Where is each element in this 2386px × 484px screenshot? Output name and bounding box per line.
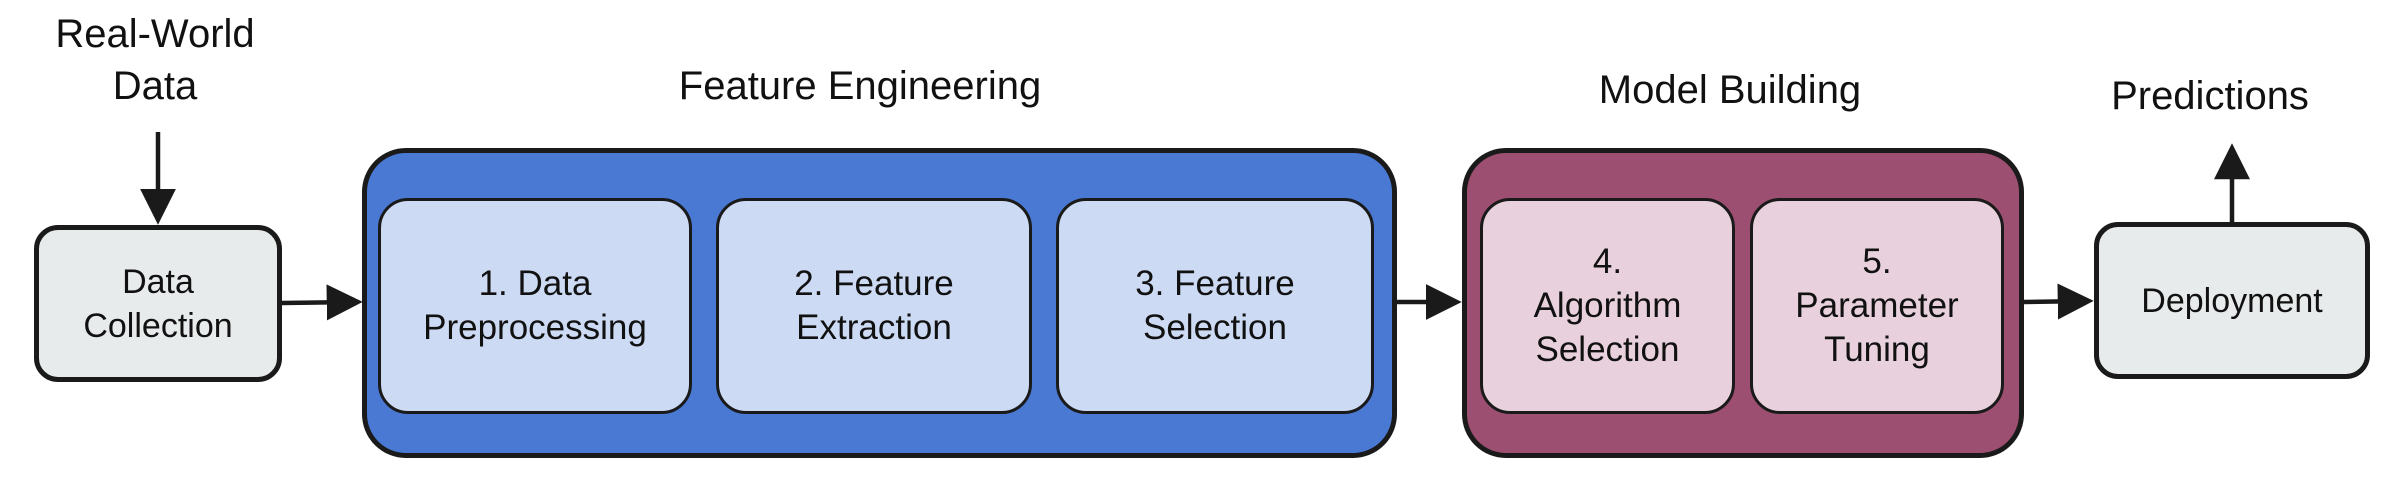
model-building-title: Model Building: [1598, 68, 1862, 112]
feature-extraction-step: 2. Feature Extraction: [716, 198, 1032, 414]
data-preprocessing-line2: Preprocessing: [423, 308, 647, 347]
feature-selection-step: 3. Feature Selection: [1056, 198, 1374, 414]
data-collection-line2: Collection: [83, 306, 233, 345]
parameter-tuning-line2: Parameter: [1795, 286, 1959, 325]
deployment-label: Deployment: [2141, 281, 2323, 320]
feature-extraction-line1: 2. Feature: [794, 264, 954, 303]
data-collection-line1: Data: [122, 262, 194, 301]
parameter-tuning-step: 5. Parameter Tuning: [1750, 198, 2004, 414]
algorithm-selection-line2: Algorithm: [1533, 286, 1682, 325]
feature-extraction-line2: Extraction: [796, 308, 952, 347]
deployment-node: Deployment: [2094, 222, 2370, 379]
real-world-data-label-line2: Data: [112, 64, 198, 108]
feature-selection-line1: 3. Feature: [1135, 264, 1295, 303]
feature-engineering-title: Feature Engineering: [678, 64, 1042, 108]
parameter-tuning-line1: 5.: [1862, 242, 1892, 281]
parameter-tuning-line3: Tuning: [1824, 330, 1930, 369]
arrow-collection-to-feature-engineering: [281, 284, 363, 321]
arrow-model-building-to-deployment: [2023, 283, 2094, 320]
real-world-data-label: Real-World Data: [20, 8, 290, 112]
algorithm-selection-line3: Selection: [1535, 330, 1680, 369]
data-preprocessing-line1: 1. Data: [478, 264, 592, 303]
real-world-data-label-line1: Real-World: [55, 12, 255, 56]
data-collection-node: Data Collection: [34, 225, 282, 382]
feature-selection-line2: Selection: [1143, 308, 1287, 347]
algorithm-selection-step: 4. Algorithm Selection: [1480, 198, 1735, 414]
algorithm-selection-line1: 4.: [1592, 242, 1623, 281]
predictions-label: Predictions: [2111, 74, 2309, 118]
data-preprocessing-step: 1. Data Preprocessing: [378, 198, 692, 414]
